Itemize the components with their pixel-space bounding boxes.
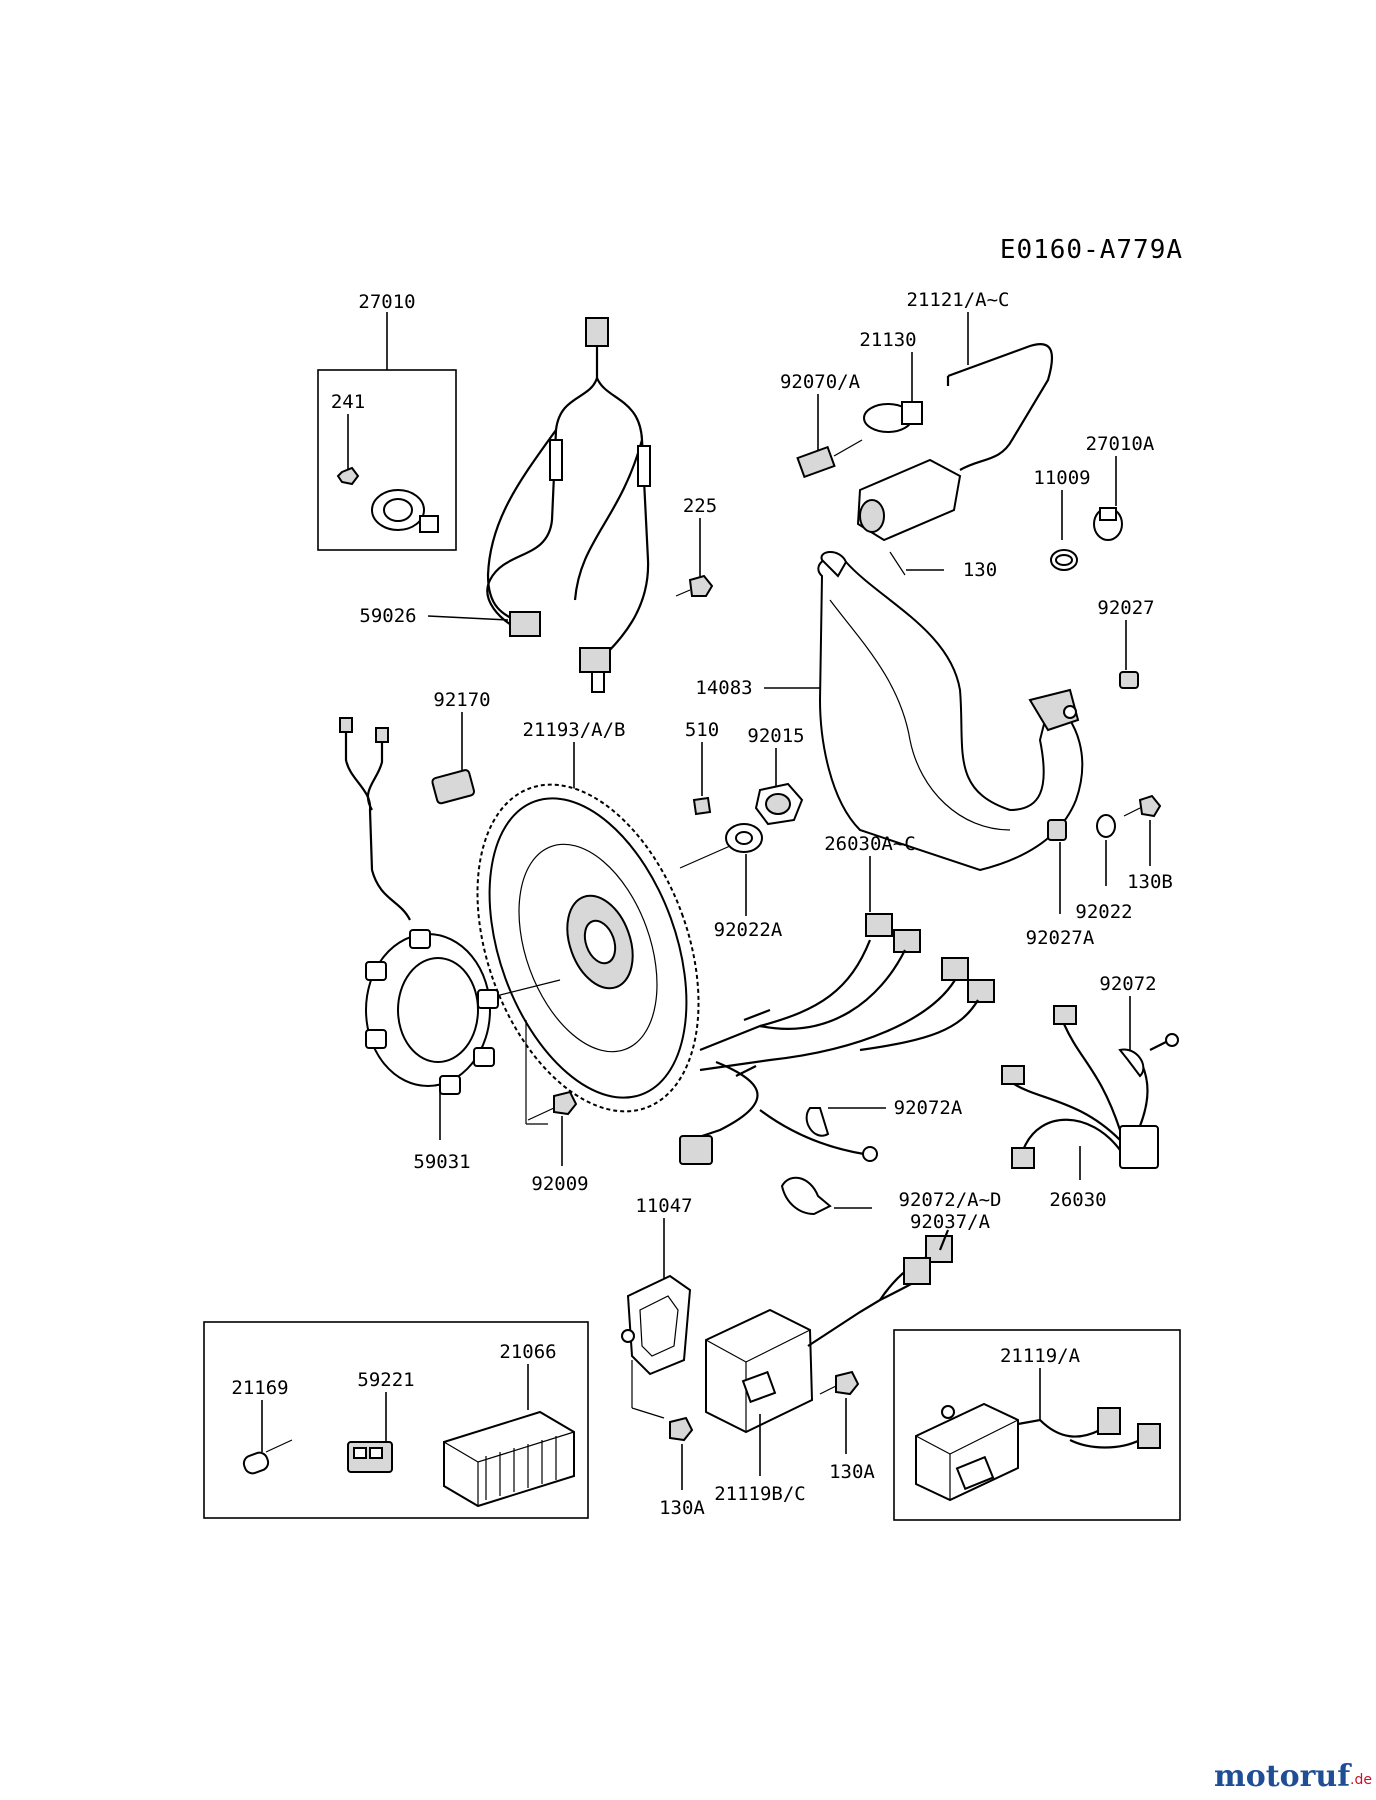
watermark-brand: motoruf	[1214, 1759, 1352, 1794]
part-92022: 92022	[1075, 814, 1133, 923]
part-27010A: 27010A	[1086, 433, 1155, 541]
label-510: 510	[685, 719, 719, 741]
label-92009: 92009	[531, 1173, 588, 1195]
part-92027: 92027	[1097, 597, 1155, 689]
label-130B: 130B	[1127, 871, 1173, 893]
part-59026-harness: 59026	[359, 317, 651, 693]
label-92072A: 92072A	[894, 1097, 963, 1119]
part-130B: 130B	[1123, 794, 1173, 893]
watermark: motoruf .de	[1214, 1759, 1372, 1794]
part-21130: 21130	[859, 329, 923, 433]
label-92027A: 92027A	[1026, 927, 1095, 949]
part-225-screw: 225	[675, 495, 717, 597]
parts-box-left: 21169 59221 21066	[203, 1321, 589, 1519]
part-11047-bracket: 11047	[621, 1195, 693, 1419]
part-59031-stator: 59031	[339, 717, 499, 1173]
part-27010-group: 27010 241	[317, 291, 457, 551]
watermark-tld: .de	[1350, 1772, 1372, 1788]
part-92009-bolt: 92009	[525, 1020, 589, 1195]
diagram-code: E0160-A779A	[1000, 235, 1183, 265]
label-92070: 92070/A	[780, 371, 861, 393]
label-92022: 92022	[1075, 901, 1132, 923]
label-26030: 26030	[1049, 1189, 1106, 1211]
part-ignition-coil: 130	[856, 458, 997, 581]
label-59026: 59026	[359, 605, 416, 627]
label-130A-right: 130A	[829, 1461, 875, 1483]
part-92072-clamp: 92072/A~D 92037/A	[780, 1176, 1002, 1233]
label-130A-left: 130A	[659, 1497, 705, 1519]
part-26030-harness: 92072 26030	[1001, 973, 1179, 1211]
label-92037: 92037/A	[910, 1211, 991, 1233]
part-92027A: 92027A	[1026, 819, 1095, 949]
callout-box-right	[893, 1329, 1181, 1521]
label-14083: 14083	[695, 677, 752, 699]
part-92015-nut: 92015	[747, 725, 805, 826]
label-27010: 27010	[358, 291, 415, 313]
label-26030A: 26030A~C	[824, 833, 916, 855]
label-130-top: 130	[963, 559, 997, 581]
part-21121-plug-cap: 21121/A~C	[907, 289, 1054, 471]
label-11047: 11047	[635, 1195, 692, 1217]
label-92072-A-D: 92072/A~D	[899, 1189, 1002, 1211]
label-225: 225	[683, 495, 717, 517]
part-92022A-washer: 92022A	[679, 823, 783, 941]
part-92072A: 92072A	[805, 1097, 963, 1137]
part-92070-spark-plug: 92070/A	[780, 371, 863, 479]
part-130A-right: 130A	[819, 1370, 875, 1483]
oil-switch-shape	[336, 466, 439, 533]
label-21130: 21130	[859, 329, 916, 351]
callout-box-left	[203, 1321, 589, 1519]
label-11009: 11009	[1033, 467, 1090, 489]
part-92170: 92170	[431, 689, 491, 805]
part-26030A-harness: 26030A~C	[679, 833, 995, 1165]
label-92015: 92015	[747, 725, 804, 747]
label-21066: 21066	[499, 1341, 556, 1363]
label-21193: 21193/A/B	[523, 719, 626, 741]
label-92170: 92170	[433, 689, 490, 711]
label-59031: 59031	[413, 1151, 470, 1173]
part-510-key: 510	[685, 719, 719, 816]
label-59221: 59221	[357, 1369, 414, 1391]
label-92027: 92027	[1097, 597, 1154, 619]
parts-box-right: 21119/A	[893, 1329, 1181, 1521]
label-92022A: 92022A	[714, 919, 783, 941]
part-11009-oring: 11009	[1033, 467, 1091, 571]
label-21119A: 21119/A	[1000, 1345, 1081, 1367]
part-21119BC-module: 21119B/C	[705, 1229, 953, 1505]
label-92072: 92072	[1099, 973, 1156, 995]
part-21193-flywheel: 21193/A/B	[476, 719, 700, 1113]
label-241: 241	[331, 391, 365, 413]
label-21119BC: 21119B/C	[714, 1483, 806, 1505]
part-130A-left: 130A	[659, 1416, 705, 1519]
label-21169: 21169	[231, 1377, 288, 1399]
part-14083-cover: 14083	[695, 551, 1084, 872]
label-27010A: 27010A	[1086, 433, 1155, 455]
label-21121: 21121/A~C	[907, 289, 1010, 311]
